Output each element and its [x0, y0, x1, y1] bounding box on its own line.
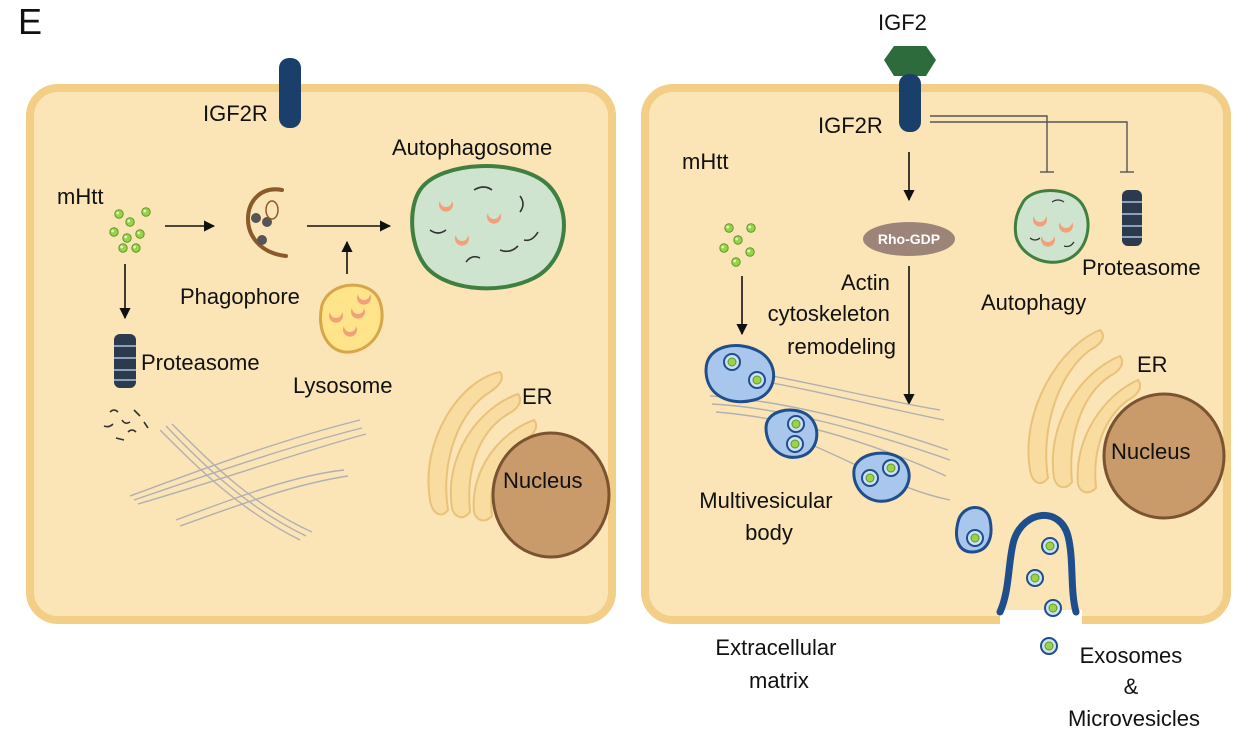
inhibition-lines	[930, 115, 1134, 173]
left-igf2r-label: IGF2R	[203, 101, 268, 126]
microvesicle	[955, 506, 993, 554]
exosomes-microvesicles-label: Exosomes & Microvesicles	[1068, 643, 1200, 731]
left-proteasome-label: Proteasome	[141, 350, 260, 375]
lysosome-label: Lysosome	[293, 373, 392, 398]
right-proteasome-label: Proteasome	[1082, 255, 1201, 280]
er-icon-left	[427, 370, 538, 522]
rho-gdp-label: Rho-GDP	[878, 231, 940, 247]
right-igf2r-label: IGF2R	[818, 113, 883, 138]
multivesicular-body-3	[852, 451, 911, 503]
right-mhtt-label: mHtt	[682, 149, 728, 174]
phagophore-label: Phagophore	[180, 284, 300, 309]
proteasome-icon-left	[114, 334, 136, 388]
multivesicular-body-2	[764, 408, 819, 459]
left-er-label: ER	[522, 384, 553, 409]
autophagy-icon	[1013, 189, 1090, 264]
nucleus-icon-right	[1102, 392, 1226, 520]
actin-filaments-left	[129, 419, 367, 541]
lysosome-icon	[319, 283, 384, 354]
igf2r-receptor-right	[899, 74, 921, 132]
left-mhtt-label: mHtt	[57, 184, 103, 209]
proteasome-icon-right	[1122, 190, 1142, 246]
rho-gdp-badge	[863, 222, 955, 256]
peptide-fragments	[103, 409, 149, 441]
autophagosome-label: Autophagosome	[392, 135, 552, 160]
mvb-label: Multivesicular body	[699, 488, 838, 545]
autophagy-label: Autophagy	[981, 290, 1086, 315]
igf2-label: IGF2	[878, 10, 927, 35]
phagophore-icon	[246, 187, 288, 258]
left-nucleus-label: Nucleus	[503, 468, 582, 493]
multivesicular-body-1	[704, 344, 776, 404]
extracellular-matrix-label: Extracellular matrix	[715, 635, 842, 693]
igf2r-receptor-left	[279, 58, 301, 128]
right-er-label: ER	[1137, 352, 1168, 377]
budding-membrane	[996, 512, 1080, 616]
nucleus-icon-left	[491, 431, 611, 559]
right-cell: IGF2 IGF2R Rho-GDP mHtt Actin cytoskelet…	[641, 10, 1231, 731]
autophagosome-icon	[410, 164, 566, 291]
igf2-ligand	[884, 46, 936, 76]
left-cell: IGF2R mHtt Phagophore	[26, 58, 616, 624]
actin-remodeling-label: Actin cytoskeleton remodeling	[768, 270, 896, 359]
panel-letter: E	[18, 1, 42, 42]
right-nucleus-label: Nucleus	[1111, 439, 1190, 464]
er-icon-right	[1027, 328, 1142, 494]
